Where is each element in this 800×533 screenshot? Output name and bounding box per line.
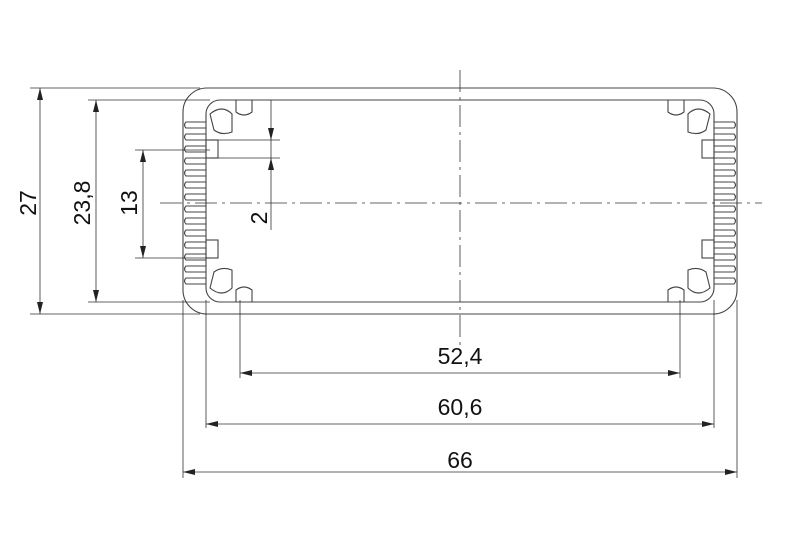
dim-total-height-label: 27 [15, 190, 41, 216]
slot-bottom-right [687, 267, 711, 294]
dim-fin-zone-height-label: 13 [116, 190, 142, 216]
fin-left [183, 217, 206, 225]
inner-rib-right-top [701, 139, 715, 159]
fin-left [183, 253, 206, 261]
fin-left [183, 157, 206, 165]
dim-inner-height-label: 23,8 [69, 181, 95, 226]
fin-right [714, 121, 737, 129]
corner-slots [205, 100, 715, 302]
fin-right [714, 217, 737, 225]
tab-top-left [235, 100, 253, 116]
dim-inner-height: 23,8 [69, 100, 99, 302]
fin-left [183, 265, 206, 273]
right-fins [714, 121, 737, 285]
fin-left [183, 229, 206, 237]
fin-left [183, 181, 206, 189]
fin-right [714, 277, 737, 285]
dim-slot-spacing: 52,4 [240, 343, 680, 376]
fin-right [714, 133, 737, 141]
fin-left [183, 205, 206, 213]
fin-right [714, 241, 737, 249]
slot-top-right [687, 108, 711, 135]
dim-inner-width: 60,6 [206, 394, 714, 427]
dim-rib-gap-label: 2 [246, 212, 272, 225]
dim-inner-width-label: 60,6 [438, 394, 483, 420]
dim-fin-zone-height: 13 [116, 150, 146, 258]
tab-top-right [667, 100, 685, 116]
slot-top-left [209, 108, 233, 135]
tab-bottom-left [235, 286, 253, 302]
fin-right [714, 181, 737, 189]
fin-right [714, 229, 737, 237]
fin-right [714, 253, 737, 261]
fin-left [183, 133, 206, 141]
fin-left [183, 193, 206, 201]
fin-left [183, 277, 206, 285]
fin-left [183, 121, 206, 129]
fin-left [183, 169, 206, 177]
inner-rib-left-bottom [205, 239, 219, 259]
fin-right [714, 169, 737, 177]
fin-right [714, 205, 737, 213]
fin-right [714, 157, 737, 165]
fin-right [714, 193, 737, 201]
inner-rib-right-bottom [701, 239, 715, 259]
fin-right [714, 145, 737, 153]
fin-right [714, 265, 737, 273]
slot-bottom-left [209, 267, 233, 294]
profile-inner-cavity [205, 99, 715, 303]
fin-left [183, 145, 206, 153]
left-fins [183, 121, 206, 285]
dim-total-width: 66 [183, 447, 737, 475]
dim-total-width-label: 66 [447, 447, 473, 473]
dim-slot-spacing-label: 52,4 [438, 343, 483, 369]
extension-lines [30, 87, 738, 478]
fin-left [183, 241, 206, 249]
tab-bottom-right [667, 286, 685, 302]
dim-rib-gap: 2 [246, 100, 274, 230]
dim-total-height: 27 [15, 88, 43, 314]
inner-rib-left-top [205, 139, 219, 159]
